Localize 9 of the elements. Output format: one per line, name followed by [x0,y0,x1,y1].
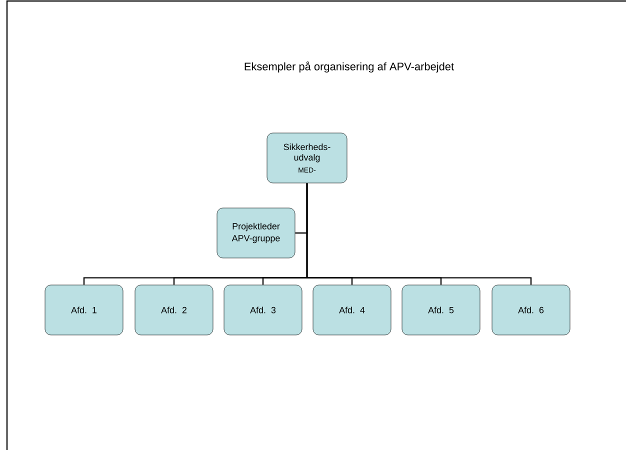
org-box: Afd. 1 [44,284,124,336]
title: Eksempler på organisering af APV-arbejdet [244,61,454,73]
org-box: Afd. 6 [492,284,570,336]
connector-line [306,183,532,285]
org-box: Afd. 5 [402,284,480,336]
org-box: Projektleder APV-gruppe [216,208,296,258]
org-box: Afd. 4 [312,284,392,336]
org-box: Afd. 2 [134,284,214,336]
org-box: Afd. 3 [224,284,302,336]
